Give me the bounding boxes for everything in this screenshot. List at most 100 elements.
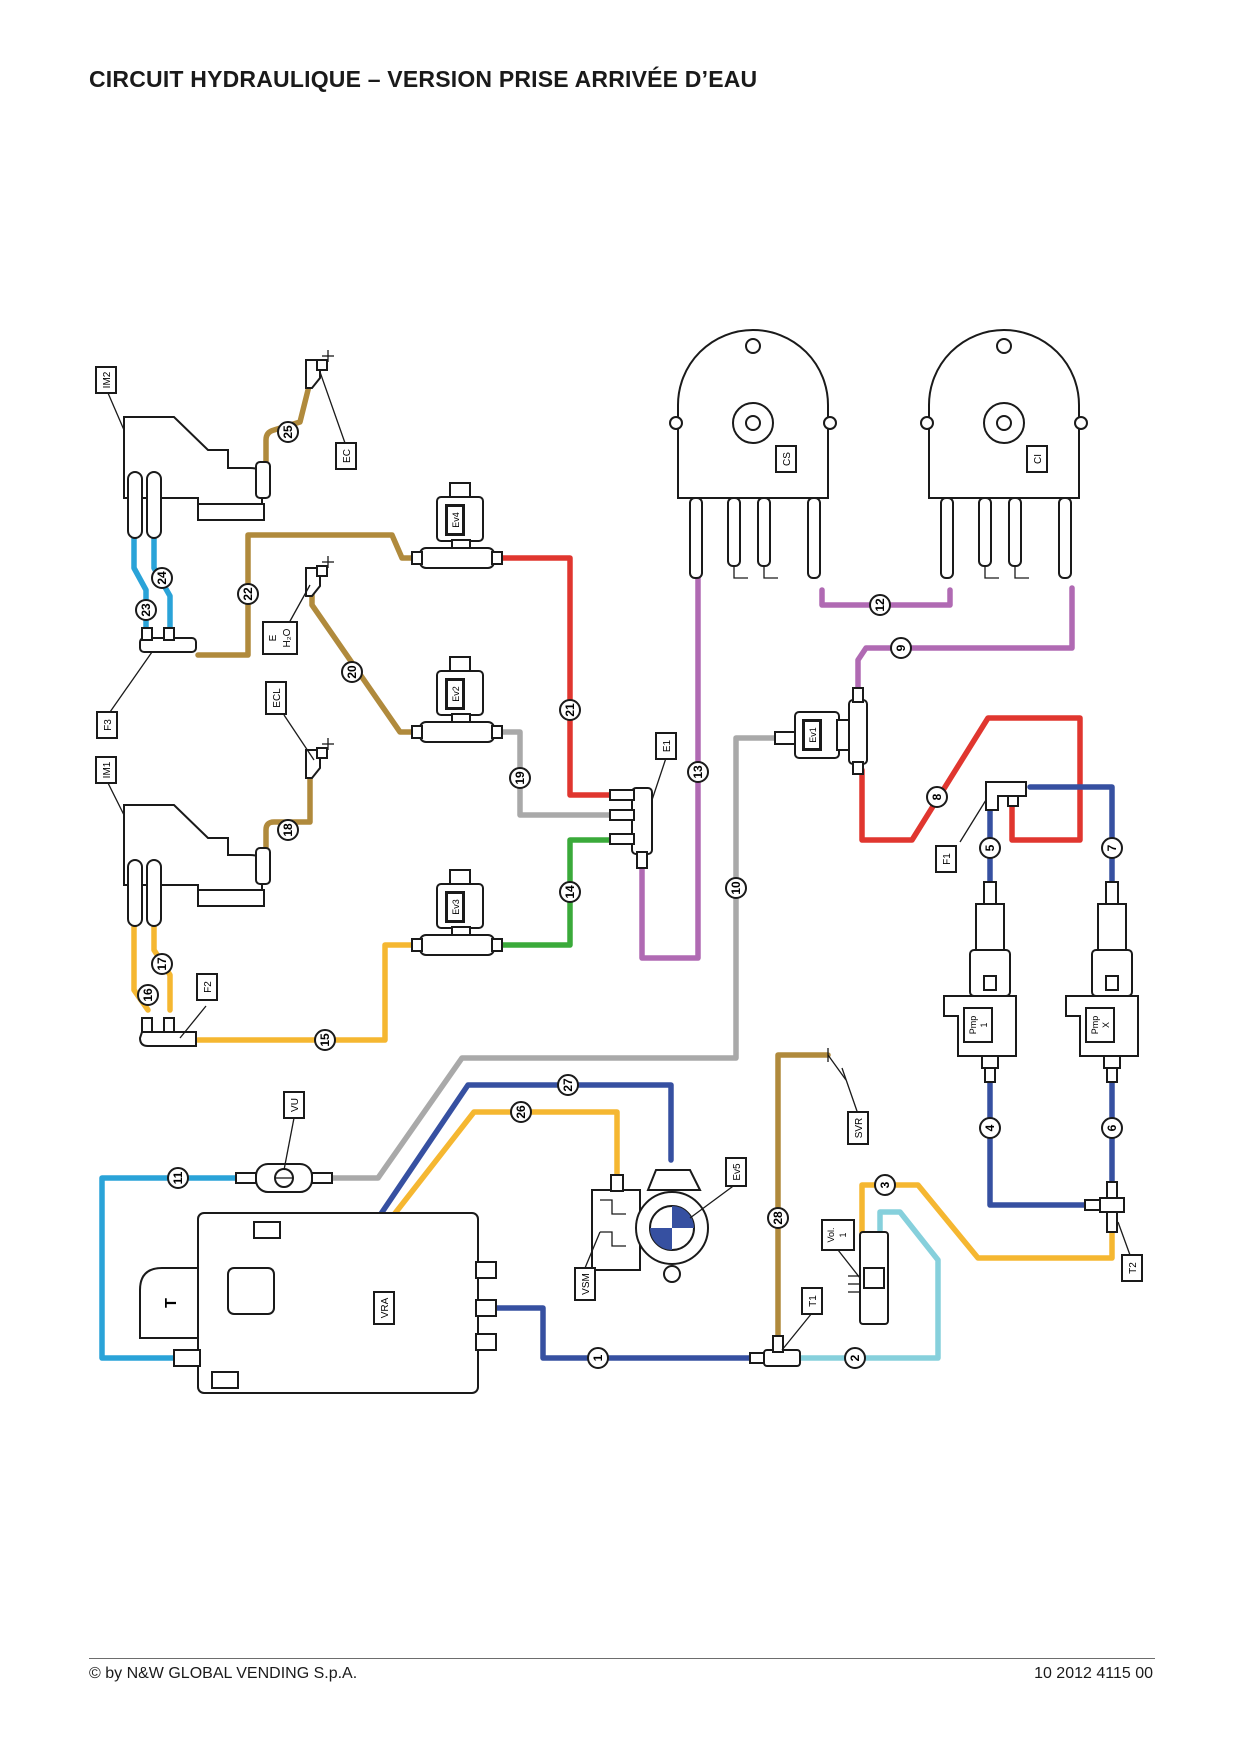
pipe-2 [797,1209,941,1361]
pipe-badge-7: 7 [1101,837,1123,859]
label-pmp-x-text-1: Pmp [1090,1016,1100,1035]
footer-copyright: © by N&W GLOBAL VENDING S.p.A. [89,1665,358,1682]
pipe-badge-2: 2 [844,1347,866,1369]
pipe-badge-5: 5 [979,837,1001,859]
label-pmp-1-text-2: 1 [979,1022,989,1027]
label-ev5-text: Ev5 [732,1163,743,1181]
svg-text:11: 11 [171,1171,185,1184]
label-ec-text: EC [342,449,353,463]
pipe-badge-11: 11 [167,1167,189,1189]
tank-vra [139,1212,497,1394]
pipe-badge-18: 18 [277,819,299,841]
pipe-badge-25: 25 [277,421,299,443]
label-ev1: Ev1 [803,720,821,750]
label-ev3-text: Ev3 [451,899,461,915]
label-eh2o: E H₂O [262,621,298,655]
label-vol1-text-1: Vol. [826,1227,836,1242]
label-im1-text: IM1 [102,761,113,778]
label-t1: T1 [801,1287,823,1315]
label-im2: IM2 [95,366,117,394]
pipe-23 [131,535,149,643]
label-pmp-x-text-2: X [1101,1022,1111,1028]
label-ev4: Ev4 [446,505,464,535]
svg-text:17: 17 [155,957,169,971]
pipe-badge-8: 8 [926,786,948,808]
label-vsm-text: VSM [581,1273,592,1295]
svg-text:25: 25 [281,425,295,439]
label-t2-text: T2 [1128,1262,1139,1274]
pipe-badge-24: 24 [151,567,173,589]
svg-text:4: 4 [983,1124,997,1131]
svg-text:13: 13 [691,765,705,779]
pipe-21 [491,555,613,798]
label-vol1-text-2: 1 [838,1232,848,1237]
svg-text:10: 10 [729,881,743,895]
svg-text:23: 23 [139,603,153,617]
pipe-14 [491,837,613,948]
svg-text:8: 8 [930,793,944,800]
pipe-badge-6: 6 [1101,1117,1123,1139]
label-vu: VU [283,1091,305,1119]
label-ev2-text: Ev2 [451,686,461,702]
svg-text:3: 3 [878,1181,892,1188]
label-pmp-1: Pmp 1 [963,1007,993,1043]
label-ci: CI [1026,445,1048,473]
pipe-15 [195,942,423,1043]
label-cs: CS [775,445,797,473]
pipe-badge-1: 1 [587,1347,609,1369]
pipe-badge-3: 3 [874,1174,896,1196]
pipe-28 [775,1052,831,1343]
pump-pmp-1 [943,881,1017,1083]
svg-text:5: 5 [983,844,997,851]
footer-rule [89,1658,1155,1659]
page-title: CIRCUIT HYDRAULIQUE – VERSION PRISE ARRI… [89,66,758,92]
svg-text:15: 15 [318,1033,332,1047]
label-eh2o-text-2: H₂O [282,628,293,647]
label-f3-text: F3 [103,719,114,731]
label-t1-text: T1 [808,1295,819,1307]
label-ev1-text: Ev1 [808,727,818,743]
pipe-22 [195,532,423,658]
label-f2: F2 [196,973,218,1001]
manifold-f2 [138,1017,197,1047]
component-labels: IM2 EC E H₂O F3 ECL IM1 F2 Ev4 Ev2 Ev3 E… [95,366,1143,1325]
pipe-badge-10: 10 [725,877,747,899]
manifold-e1 [609,787,653,869]
pipe-badge-4: 4 [979,1117,1001,1139]
svg-text:16: 16 [141,988,155,1002]
label-vu-text: VU [290,1098,301,1112]
label-vol1: Vol. 1 [821,1219,855,1251]
valve-ev5-vsm [591,1169,709,1283]
pipe-badge-26: 26 [510,1101,532,1123]
pipe-8 [859,715,1083,843]
label-ecl-text: ECL [272,688,283,708]
pipe-10 [329,735,778,1181]
svg-text:28: 28 [771,1211,785,1225]
tee-t2 [1084,1181,1125,1233]
svg-text:19: 19 [513,771,527,785]
valve-svr [827,1048,847,1081]
pipe-badge-16: 16 [137,984,159,1006]
label-ev4-text: Ev4 [451,512,461,528]
label-pmp-x: Pmp X [1085,1007,1115,1043]
label-ev3: Ev3 [446,892,464,922]
valve-vu [235,1163,333,1193]
elbow-eh2o [305,556,334,597]
svg-text:12: 12 [873,598,887,612]
label-vra: VRA [373,1291,395,1325]
pipe-20 [309,587,423,735]
pump-pmp-x [1065,881,1139,1083]
pipe-4 [987,1077,1088,1208]
svg-text:6: 6 [1105,1124,1119,1131]
label-ecl: ECL [265,681,287,715]
pipe-badge-20: 20 [341,661,363,683]
pipe-18 [263,762,313,858]
label-ev2: Ev2 [446,679,464,709]
label-f3: F3 [96,711,118,739]
pipe-badge-23: 23 [135,599,157,621]
svg-text:24: 24 [155,571,169,585]
leader-lines [107,371,1131,1351]
tee-t1 [749,1335,801,1367]
elbow-ecl [305,738,334,779]
